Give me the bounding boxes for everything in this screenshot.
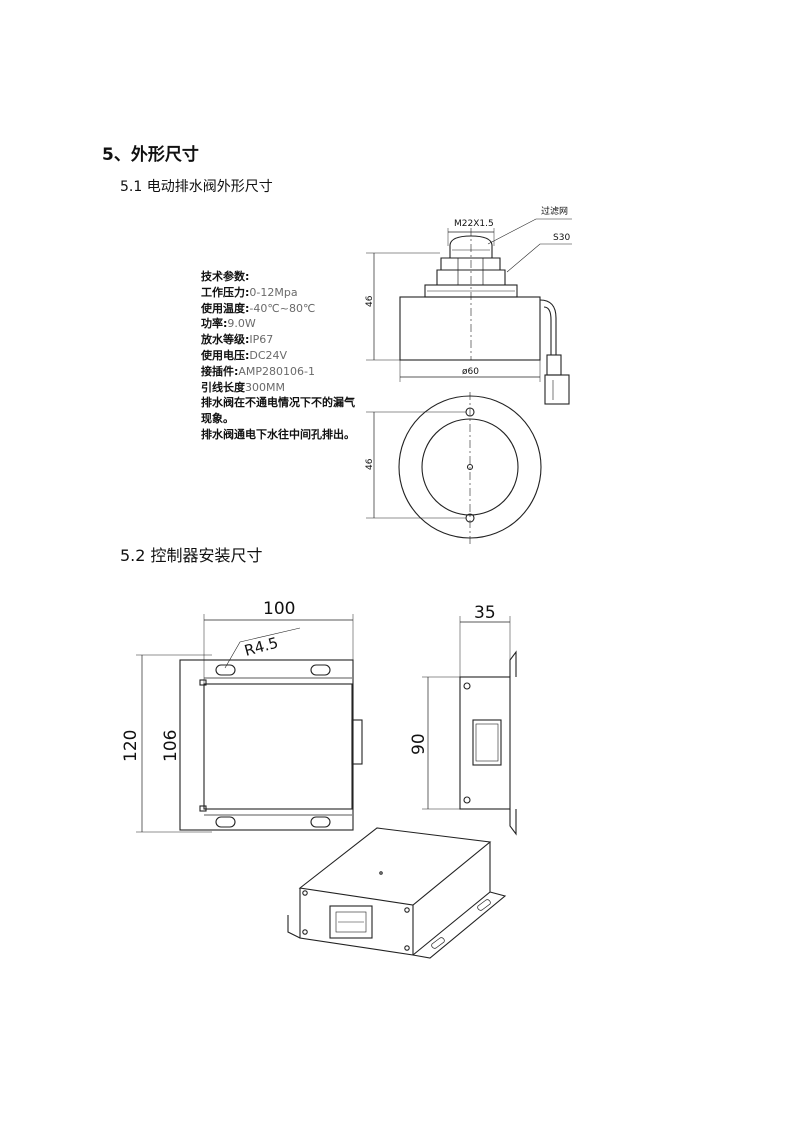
valve-hex-label: S30 <box>553 233 570 243</box>
spec-note: 排水阀在不通电情况下不的漏气 <box>201 396 355 410</box>
subsection-controller-title: 5.2 控制器安装尺寸 <box>120 546 263 565</box>
valve-top-view <box>366 392 542 545</box>
controller-isometric-view <box>287 827 507 959</box>
spec-row: 放水等级:IP67 <box>201 333 274 347</box>
spec-row: 功率:9.0W <box>201 317 256 331</box>
subsection-valve-title: 5.1 电动排水阀外形尺寸 <box>120 179 273 195</box>
spec-note: 排水阀通电下水往中间孔排出。 <box>201 427 355 441</box>
valve-side-view <box>366 218 572 405</box>
controller-side-view <box>422 616 517 836</box>
spec-note: 现象。 <box>201 412 234 426</box>
controller-outer-height-label: 120 <box>121 730 141 762</box>
controller-depth-label: 35 <box>474 603 496 623</box>
controller-side-height-label: 90 <box>409 733 429 755</box>
section-title: 5、外形尺寸 <box>102 145 199 165</box>
controller-front-view <box>136 614 363 833</box>
spec-row: 工作压力:0-12Mpa <box>201 285 298 299</box>
valve-height-label: 46 <box>365 295 375 307</box>
spec-row: 使用温度:-40℃~80℃ <box>201 301 316 315</box>
tech-specs: 技术参数: 工作压力:0-12Mpa 使用温度:-40℃~80℃ 功率:9.0W… <box>201 269 355 443</box>
controller-radius-label: R4.5 <box>242 634 280 660</box>
valve-diameter-label: ø60 <box>462 367 479 377</box>
controller-width-label: 100 <box>263 599 295 619</box>
spec-row: 接插件:AMP280106-1 <box>201 364 316 378</box>
controller-inner-height-label: 106 <box>161 730 181 762</box>
valve-filter-label: 过滤网 <box>541 205 568 217</box>
spec-row: 使用电压:DC24V <box>201 348 288 362</box>
valve-top-height-label: 46 <box>365 458 375 470</box>
valve-thread-label: M22X1.5 <box>454 219 494 229</box>
spec-row: 引线长度300MM <box>201 380 285 394</box>
specs-heading: 技术参数: <box>201 270 250 283</box>
